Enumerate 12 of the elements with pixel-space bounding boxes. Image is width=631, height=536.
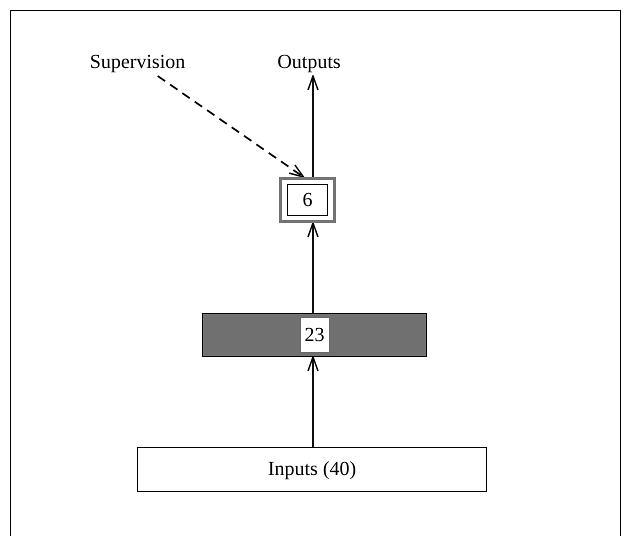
dashed-arrow — [157, 75, 304, 178]
unit-count: 6 — [302, 188, 312, 212]
input-label: Inputs (40) — [268, 458, 356, 481]
node-label: Supervision — [90, 50, 186, 74]
input-box — [137, 447, 487, 492]
unit-count: 23 — [300, 318, 328, 352]
hidden-layer-bar — [202, 313, 427, 357]
node-label: Outputs — [277, 50, 341, 74]
arrow — [307, 75, 319, 177]
arrow — [307, 356, 319, 447]
unit-box — [279, 177, 336, 223]
arrow — [307, 222, 319, 313]
